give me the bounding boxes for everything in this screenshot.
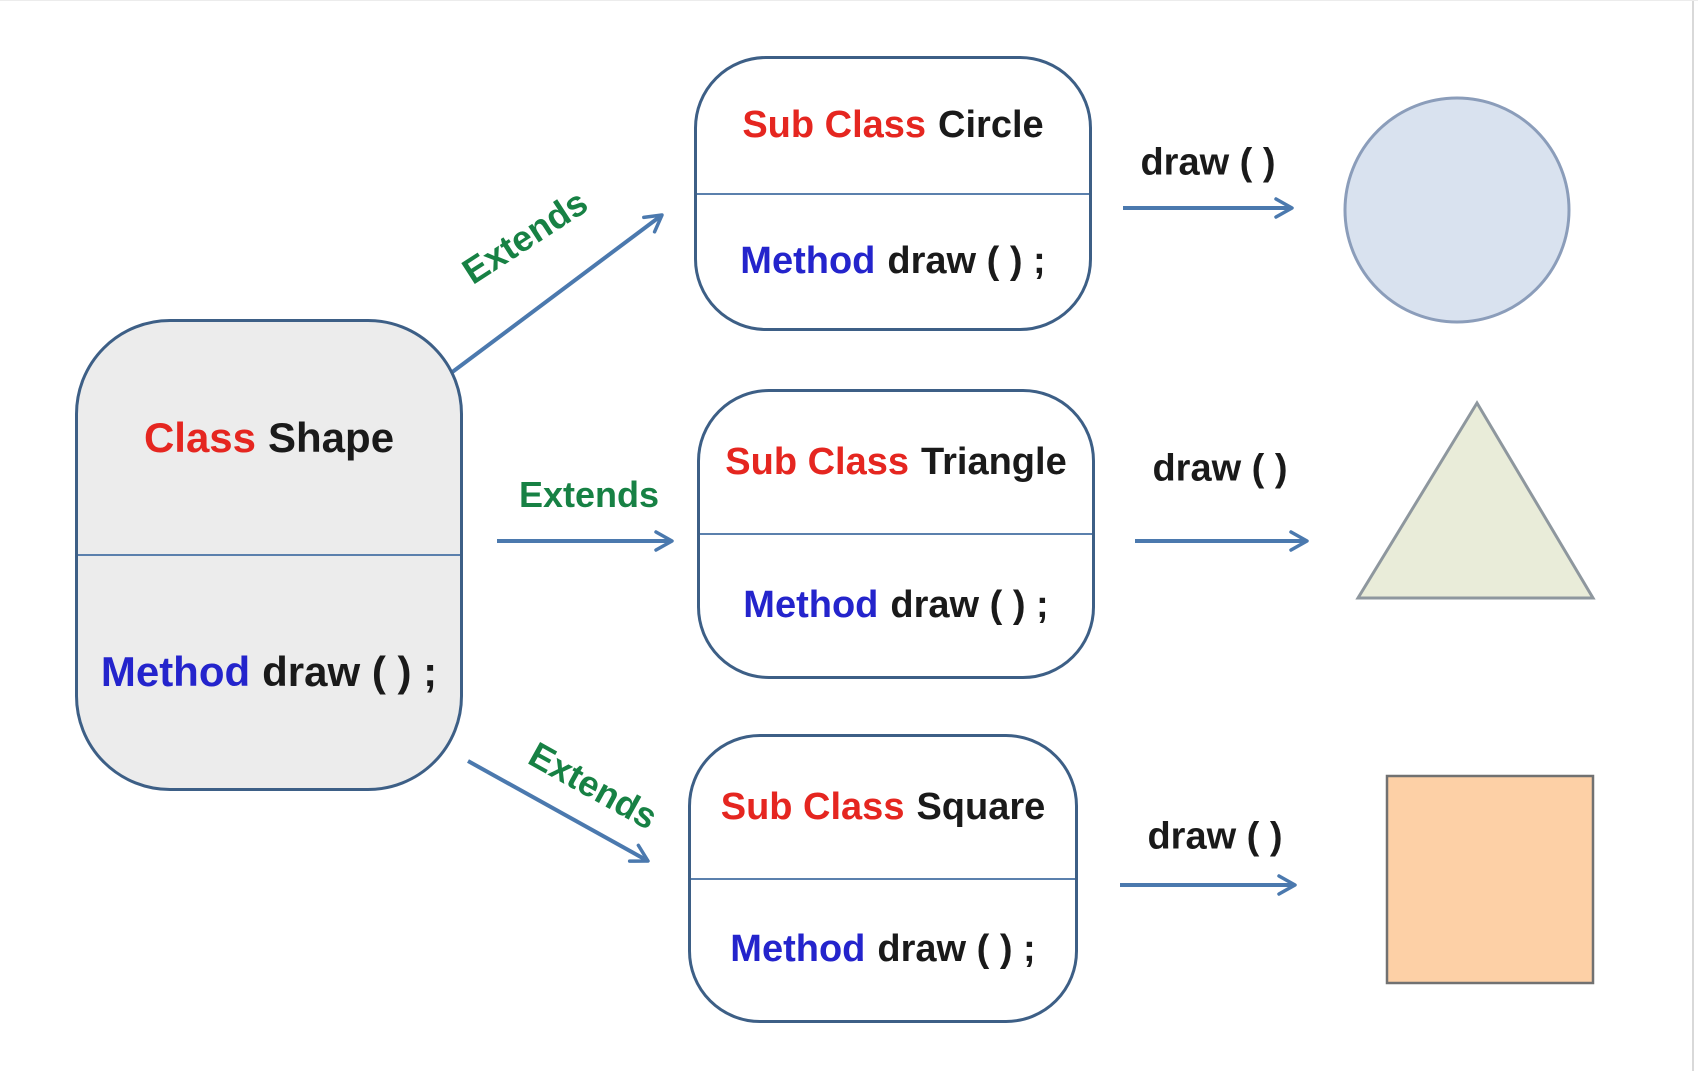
page-right-edge-line xyxy=(1692,1,1694,1071)
subclass-triangle-method: Method draw ( ) ; xyxy=(700,533,1092,676)
subclass-circle-box: Sub Class Circle Method draw ( ) ; xyxy=(694,56,1092,331)
method-signature: draw ( ) ; xyxy=(262,648,438,695)
class-name: Shape xyxy=(268,414,395,461)
subclass-circle-title: Sub Class Circle xyxy=(697,59,1089,193)
parent-class-box: Class Shape Method draw ( ) ; xyxy=(75,319,463,791)
draw-call-label-square: draw ( ) xyxy=(1147,815,1283,858)
draw-call-label-triangle: draw ( ) xyxy=(1152,447,1288,490)
method-signature: draw ( ) ; xyxy=(877,928,1036,971)
subclass-circle-method: Method draw ( ) ; xyxy=(697,192,1089,329)
method-keyword: Method xyxy=(743,584,879,626)
subclass-keyword: Sub Class xyxy=(742,104,927,147)
subclass-keyword: Sub Class xyxy=(720,785,905,828)
draw-call-label-circle: draw ( ) xyxy=(1140,141,1276,184)
subclass-triangle-title: Sub Class Triangle xyxy=(700,392,1092,533)
subclass-square-box: Sub Class Square Method draw ( ) ; xyxy=(688,734,1078,1023)
subclass-keyword: Sub Class xyxy=(725,441,909,483)
subclass-name: Circle xyxy=(938,104,1044,147)
square-shape xyxy=(1385,774,1595,985)
subclass-square-title: Sub Class Square xyxy=(691,737,1075,878)
triangle-shape xyxy=(1355,400,1596,600)
method-keyword: Method xyxy=(100,648,251,695)
parent-class-method: Method draw ( ) ; xyxy=(78,554,460,788)
method-keyword: Method xyxy=(740,239,876,282)
subclass-square-method: Method draw ( ) ; xyxy=(691,877,1075,1021)
method-signature: draw ( ) ; xyxy=(887,239,1046,282)
extends-arrow-square xyxy=(467,759,650,863)
circle-shape xyxy=(1343,96,1571,324)
method-signature: draw ( ) ; xyxy=(890,584,1049,626)
method-keyword: Method xyxy=(730,928,866,971)
extends-arrow-circle xyxy=(445,213,664,378)
parent-class-title: Class Shape xyxy=(78,322,460,554)
subclass-triangle-box: Sub Class Triangle Method draw ( ) ; xyxy=(697,389,1095,679)
extends-label-triangle: Extends xyxy=(518,474,660,515)
subclass-name: Triangle xyxy=(921,441,1067,483)
subclass-name: Square xyxy=(916,785,1046,828)
class-keyword: Class xyxy=(143,414,257,461)
